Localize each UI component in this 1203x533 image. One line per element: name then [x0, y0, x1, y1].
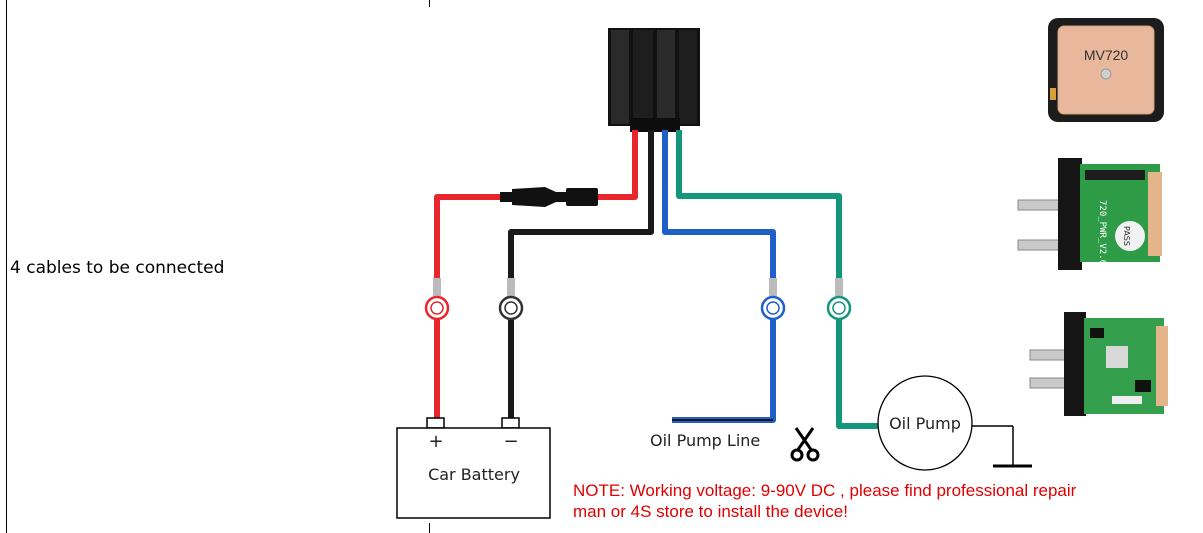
ring-terminal-red — [424, 278, 450, 321]
oil-pump: Oil Pump — [877, 375, 973, 471]
battery-label: Car Battery — [428, 465, 520, 484]
gps-module-image: MV720 — [1048, 18, 1164, 122]
oil-pump-line-label: Oil Pump Line — [650, 431, 760, 450]
pcb-side-image-2 — [1029, 312, 1168, 416]
ring-terminal-blue — [760, 278, 786, 321]
green-wire — [676, 130, 880, 429]
note-line-2: man or 4S store to install the device! — [573, 502, 848, 521]
black-wire — [508, 130, 654, 420]
pcb-side-image-1: 720_PWR_V2.6 PASS — [1017, 158, 1162, 270]
relay-device — [608, 28, 700, 132]
ground-symbol-icon — [972, 425, 1032, 468]
pcb-text-1: 720_PWR_V2.6 — [1097, 200, 1107, 265]
module-label: MV720 — [1084, 47, 1129, 63]
ring-terminal-green — [826, 278, 852, 321]
pcb-text-2: PASS — [1122, 226, 1131, 246]
column-tick-bottom — [429, 523, 430, 533]
battery-plus-label: + — [428, 431, 443, 452]
car-battery: + − Car Battery — [396, 417, 551, 519]
ring-terminal-black — [498, 278, 524, 321]
oil-pump-label: Oil Pump — [889, 414, 961, 433]
scissors-icon — [790, 427, 820, 462]
red-wire — [434, 130, 638, 420]
note-line-1: NOTE: Working voltage: 9-90V DC , please… — [573, 481, 1077, 500]
column-tick-top — [429, 0, 430, 7]
fuse-icon — [500, 187, 598, 207]
row-label: 4 cables to be connected — [10, 258, 225, 278]
battery-minus-label: − — [503, 431, 518, 452]
left-border — [6, 0, 7, 533]
